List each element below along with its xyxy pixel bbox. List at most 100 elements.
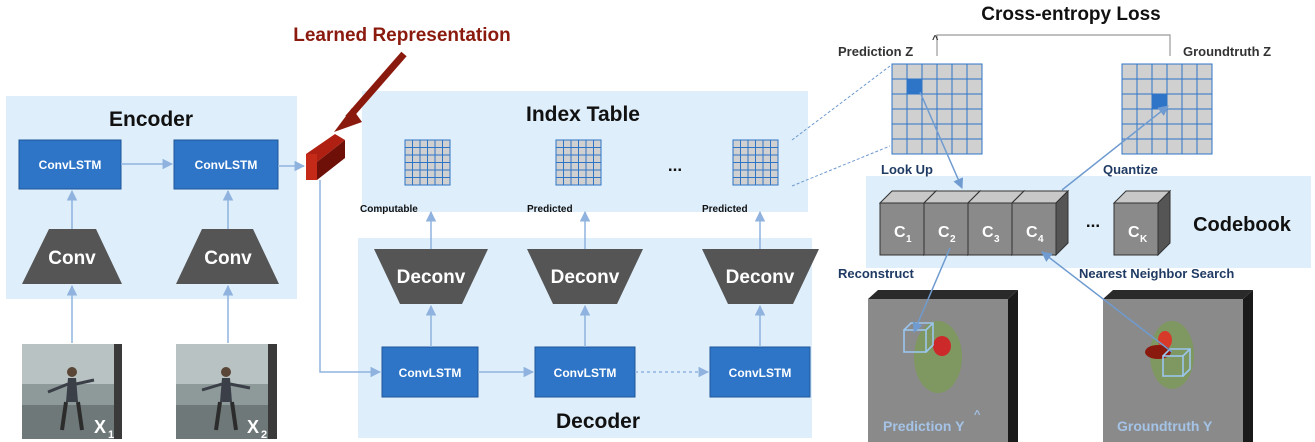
grid-cell [770,177,779,186]
grid-cell [1121,108,1138,125]
grid-cell [747,139,756,148]
grid-cell [921,138,938,155]
nn-search-arrow [1041,251,1173,353]
grid-cell [593,162,602,171]
grid-cell [427,169,436,178]
grid-cell [404,169,413,178]
grid-cell [770,154,779,163]
grid-cell [412,177,421,186]
grid-cell [951,123,968,140]
grid-cell [593,169,602,178]
grid-cell [1151,63,1168,80]
groundtruth-y-volume [1103,290,1253,442]
grid-cell [434,154,443,163]
grid-cell [434,162,443,171]
grid-cell [906,93,923,110]
encoder-title: Encoder [109,108,193,131]
encoder-convlstm-1-label: ConvLSTM [39,158,102,172]
prediction-z-grid [891,63,983,155]
cross-entropy-title: Cross-entropy Loss [981,4,1160,25]
grid-cell-highlight [1151,93,1168,110]
grid-cell [732,169,741,178]
prediction-z-hat: ^ [932,34,939,46]
index-table-title: Index Table [526,103,640,126]
grid-cell [593,147,602,156]
grid-cell [755,154,764,163]
index-table-ellipsis: ... [668,156,682,175]
grid-cell [936,63,953,80]
grid-cell [1181,63,1198,80]
grid-cell [563,177,572,186]
encoder-conv-1 [22,229,122,284]
grid-cell [747,169,756,178]
learned-representation-arrow-head [334,108,362,132]
grid-cell [1166,93,1183,110]
encoder-convlstm-2-label: ConvLSTM [195,158,258,172]
grid-cell [1166,63,1183,80]
grid-cell [1166,123,1183,140]
input-2-sub: 2 [261,429,267,441]
grid-label-predicted-2: Predicted [702,204,748,215]
deconv-3 [702,249,819,304]
grid-cell [1196,63,1213,80]
input-frame-2: X 2 [176,344,277,441]
grid-cell [951,138,968,155]
grid-cell [732,177,741,186]
grid-cell [732,147,741,156]
grid-cell [578,177,587,186]
grid-cell [891,78,908,95]
prediction-y-label: Prediction Y [883,418,965,434]
encoder-conv-2 [176,229,279,284]
grid-cell [747,162,756,171]
encoder-conv-2-label: Conv [204,248,252,269]
grid-cell [906,63,923,80]
grid-cell [593,139,602,148]
grid-cell [966,108,983,125]
index-grid-computable [404,139,451,186]
grid-cell [1196,138,1213,155]
grid-cell [732,154,741,163]
grid-cell [1181,138,1198,155]
decoder-convlstm-2-label: ConvLSTM [554,366,617,380]
input-1-var: X [94,417,106,437]
index-grid-predicted-2 [732,139,779,186]
grid-cell [747,154,756,163]
grid-cell [585,139,594,148]
grid-cell [951,108,968,125]
grid-cell [1136,138,1153,155]
grid-cell [434,139,443,148]
grid-cell [1136,78,1153,95]
grid-cell [404,154,413,163]
grid-cell [419,147,428,156]
grid-cell [1136,123,1153,140]
grid-cell [555,154,564,163]
codebook-cell-subscript: 4 [1038,234,1044,245]
grid-cell [951,78,968,95]
deconv-2 [527,249,643,304]
groundtruth-z-grid [1121,63,1213,155]
prediction-z-label: Prediction Z [838,44,913,59]
grid-cell [966,93,983,110]
grid-cell [747,177,756,186]
grid-cell [966,78,983,95]
grid-cell [404,177,413,186]
grid-cell [921,78,938,95]
grid-cell [936,78,953,95]
grid-cell [755,147,764,156]
grid-cell [434,177,443,186]
deconv-1 [374,249,488,304]
reconstruct-label: Reconstruct [838,266,915,281]
codebook-cell-subscript: 2 [950,234,956,245]
decoder-convlstm-3-label: ConvLSTM [729,366,792,380]
grid-cell [936,93,953,110]
grid-cell [1181,123,1198,140]
grid-cell [770,162,779,171]
grid-cell [427,177,436,186]
grid-cell [563,147,572,156]
grid-cell [951,93,968,110]
grid-cell [442,154,451,163]
codebook-cell-label: C [938,224,950,241]
grid-cell [1181,78,1198,95]
